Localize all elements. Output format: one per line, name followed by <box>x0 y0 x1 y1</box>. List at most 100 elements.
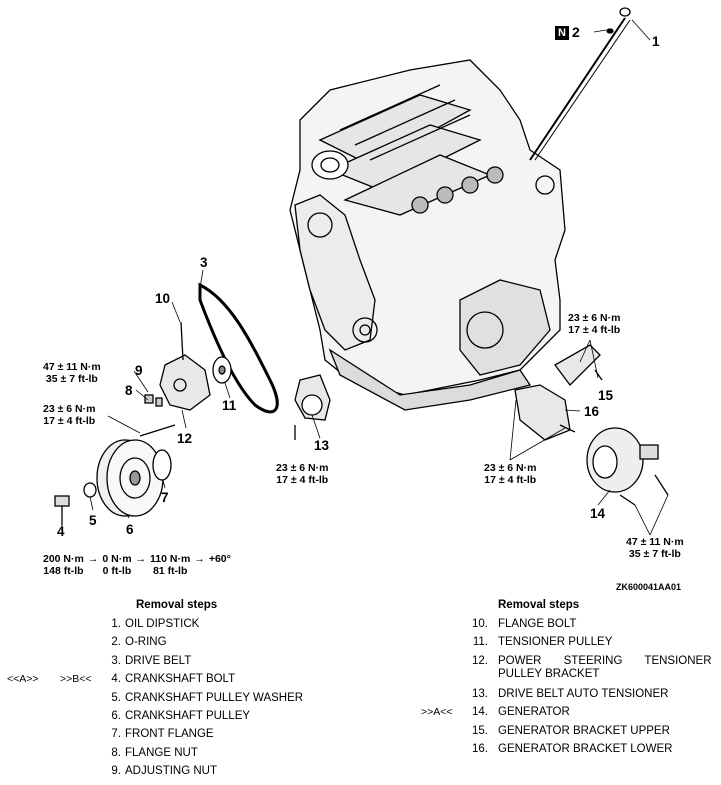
part-label-15: 15 <box>598 388 614 403</box>
list-item: 11. TENSIONER PULLEY <box>446 636 613 648</box>
torque-13-nm: 23 ± 6 N·m <box>276 462 329 474</box>
note-box-icon: N <box>555 26 569 40</box>
step-number: 15. <box>472 725 488 737</box>
step-text: FLANGE NUT <box>125 747 198 759</box>
torque-step-3-nm: 110 N·m <box>150 553 191 565</box>
torque-8: 47 ± 11 N·m 35 ± 7 ft-lb <box>43 361 101 385</box>
torque-12-ft: 17 ± 4 ft-lb <box>43 415 96 427</box>
step-number: 5. <box>111 692 121 704</box>
part-label-12: 12 <box>177 431 193 446</box>
torque-12: 23 ± 6 N·m 17 ± 4 ft-lb <box>43 403 95 427</box>
list-item: 16. GENERATOR BRACKET LOWER <box>446 743 672 755</box>
step-number: 12. <box>472 655 488 667</box>
step-text: CRANKSHAFT PULLEY WASHER <box>125 692 304 704</box>
procedure-mark-a: >>A<< <box>421 706 453 718</box>
step-number: 7. <box>111 728 121 740</box>
step-number: 6. <box>111 710 121 722</box>
list-item: 8. FLANGE NUT <box>97 747 197 759</box>
torque-8-ft: 35 ± 7 ft-lb <box>45 373 98 385</box>
list-item: 9. ADJUSTING NUT <box>97 765 217 777</box>
list-item: 7. FRONT FLANGE <box>97 728 213 740</box>
torque-15-nm: 23 ± 6 N·m <box>568 312 621 324</box>
step-text: GENERATOR BRACKET LOWER <box>498 743 673 755</box>
torque-step-1-nm: 200 N·m <box>43 553 84 565</box>
arrow-icon: → <box>194 553 205 565</box>
step-number: 16. <box>472 743 488 755</box>
list-item: 12. POWER STEERING TENSIONER <box>446 655 712 667</box>
step-text: OIL DIPSTICK <box>125 618 200 630</box>
engine-illustration <box>54 7 669 536</box>
step-number: 8. <box>111 747 121 759</box>
step-text-continued: PULLEY BRACKET <box>498 668 600 680</box>
torque-step-1-ft: 148 ft-lb <box>43 565 84 577</box>
torque-13-ft: 17 ± 4 ft-lb <box>276 474 329 486</box>
part-label-11: 11 <box>222 398 237 413</box>
list-item: 10. FLANGE BOLT <box>446 618 576 630</box>
step-number: 3. <box>111 655 121 667</box>
torque-16: 23 ± 6 N·m 17 ± 4 ft-lb <box>484 462 536 486</box>
torque-step-3-ft: 81 ft-lb <box>152 565 188 577</box>
torque-step-2-ft: 0 ft-lb <box>102 565 132 577</box>
part-label-14: 14 <box>590 506 606 521</box>
step-number: 1. <box>111 618 121 630</box>
part-label-3: 3 <box>200 255 208 270</box>
step-text: GENERATOR <box>498 706 570 718</box>
list-item: 3. DRIVE BELT <box>97 655 191 667</box>
arrow-icon: → <box>135 553 147 565</box>
torque-14-nm: 47 ± 11 N·m <box>626 536 684 548</box>
torque-13: 23 ± 6 N·m 17 ± 4 ft-lb <box>276 462 328 486</box>
step-text: FLANGE BOLT <box>498 618 577 630</box>
note-box-item: 2 <box>572 24 580 40</box>
part-label-5: 5 <box>89 513 97 528</box>
torque-step-2-nm: 0 N·m <box>102 553 132 565</box>
removal-steps-heading: Removal steps <box>498 599 580 611</box>
step-text: TENSIONER PULLEY <box>498 636 613 648</box>
torque-final-angle: +60° <box>208 553 231 565</box>
step-text: CRANKSHAFT PULLEY <box>125 710 251 722</box>
list-item: 14. GENERATOR <box>446 706 570 718</box>
part-label-7: 7 <box>161 490 169 505</box>
torque-15: 23 ± 6 N·m 17 ± 4 ft-lb <box>568 312 620 336</box>
figure-code: ZK600041AA01 <box>616 582 682 592</box>
step-number: 10. <box>472 618 488 630</box>
part-label-16: 16 <box>584 404 600 419</box>
list-item: 15.GENERATOR BRACKET UPPER <box>446 725 670 737</box>
list-item: 13. DRIVE BELT AUTO TENSIONER <box>446 688 668 700</box>
step-text: CRANKSHAFT BOLT <box>125 673 236 685</box>
torque-16-ft: 17 ± 4 ft-lb <box>484 474 537 486</box>
list-item: 4. CRANKSHAFT BOLT <box>97 673 235 685</box>
step-text: FRONT FLANGE <box>125 728 214 740</box>
part-label-4: 4 <box>57 524 65 539</box>
list-item: 6. CRANKSHAFT PULLEY <box>97 710 250 722</box>
torque-14: 47 ± 11 N·m 35 ± 7 ft-lb <box>626 536 684 560</box>
procedure-mark-b: >>B<< <box>60 673 92 685</box>
list-item: 5. CRANKSHAFT PULLEY WASHER <box>97 692 303 704</box>
engine-diagram: N 2 1 3 4 5 6 7 8 9 10 11 12 13 14 15 16… <box>43 7 684 592</box>
torque-12-nm: 23 ± 6 N·m <box>43 403 96 415</box>
step-number: 4. <box>111 673 121 685</box>
part-label-6: 6 <box>126 522 134 537</box>
torque-14-ft: 35 ± 7 ft-lb <box>628 548 681 560</box>
step-number: 11. <box>472 636 488 648</box>
step-text: ADJUSTING NUT <box>125 765 217 777</box>
part-label-1: 1 <box>652 34 660 49</box>
step-number: 13. <box>472 688 488 700</box>
step-text: DRIVE BELT AUTO TENSIONER <box>498 688 669 700</box>
procedure-mark-a: <<A>> <box>7 673 39 685</box>
step-text: DRIVE BELT <box>125 655 192 667</box>
step-text: POWER STEERING TENSIONER <box>498 655 712 667</box>
list-item: 2.O-RING <box>97 636 166 648</box>
part-label-10: 10 <box>155 291 171 306</box>
step-number: 9. <box>111 765 121 777</box>
torque-8-nm: 47 ± 11 N·m <box>43 361 101 373</box>
torque-15-ft: 17 ± 4 ft-lb <box>568 324 621 336</box>
part-label-8: 8 <box>125 383 133 398</box>
step-number: 14. <box>472 706 488 718</box>
arrow-icon: → <box>87 553 99 565</box>
step-text: O-RING <box>125 636 167 648</box>
removal-steps-heading: Removal steps <box>136 599 218 611</box>
